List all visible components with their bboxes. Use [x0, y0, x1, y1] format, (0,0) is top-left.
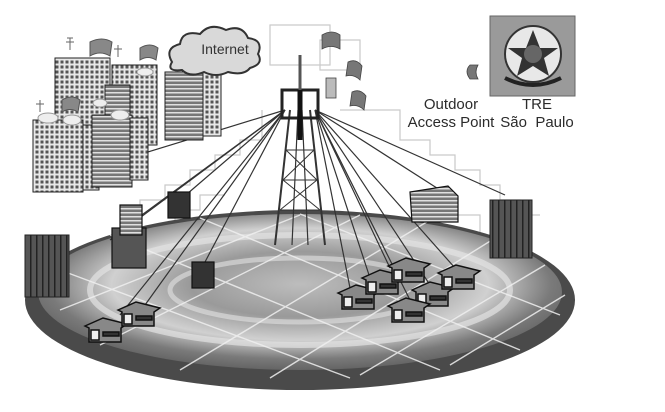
server-rack-icon [24, 199, 533, 298]
tre-label-line2: São Paulo [500, 114, 574, 131]
small-building-icon [111, 185, 459, 289]
radio-wave-icon [321, 31, 479, 111]
house-icon [83, 257, 482, 343]
access-point-label-line2: Access Point [407, 114, 495, 131]
cloud-icon [168, 25, 261, 76]
radio-tower-icon [274, 55, 326, 246]
tre-label: TRE São Paulo [487, 96, 587, 132]
access-point-label: Outdoor Access Point [396, 96, 506, 132]
tre-label-line1: TRE [522, 96, 552, 113]
coverage-area-ground [25, 210, 575, 390]
access-point-label-line1: Outdoor [423, 96, 479, 113]
office-buildings-icon [32, 37, 222, 193]
coat-of-arms-emblem-icon [489, 15, 576, 97]
internet-label: Internet [201, 41, 249, 57]
